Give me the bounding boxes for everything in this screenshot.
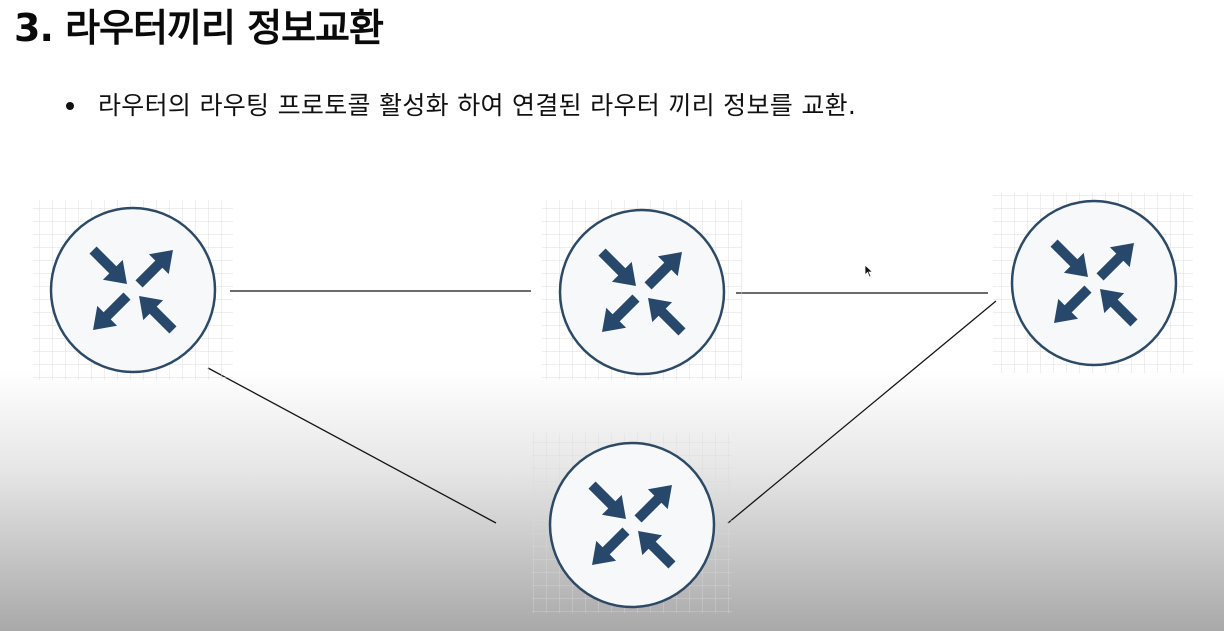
router-right <box>993 193 1193 373</box>
mouse-pointer-icon <box>864 264 874 278</box>
router-center-body <box>558 208 726 376</box>
link-bottom-right <box>727 300 997 524</box>
bullet-dot-icon <box>66 102 74 110</box>
slide-title: 3. 라우터끼리 정보교환 <box>14 6 384 50</box>
router-bottom <box>532 433 732 613</box>
link-left-bottom <box>207 367 497 524</box>
router-right-body <box>1010 199 1178 367</box>
bullet-text: 라우터의 라우팅 프로토콜 활성화 하여 연결된 라우터 끼리 정보를 교환. <box>98 91 857 120</box>
router-left-body <box>49 206 217 374</box>
router-center <box>542 200 742 380</box>
bullet-item: 라우터의 라우팅 프로토콜 활성화 하여 연결된 라우터 끼리 정보를 교환. <box>66 86 856 126</box>
network-links <box>207 290 997 524</box>
router-left <box>33 200 233 380</box>
router-bottom-body <box>548 441 716 609</box>
